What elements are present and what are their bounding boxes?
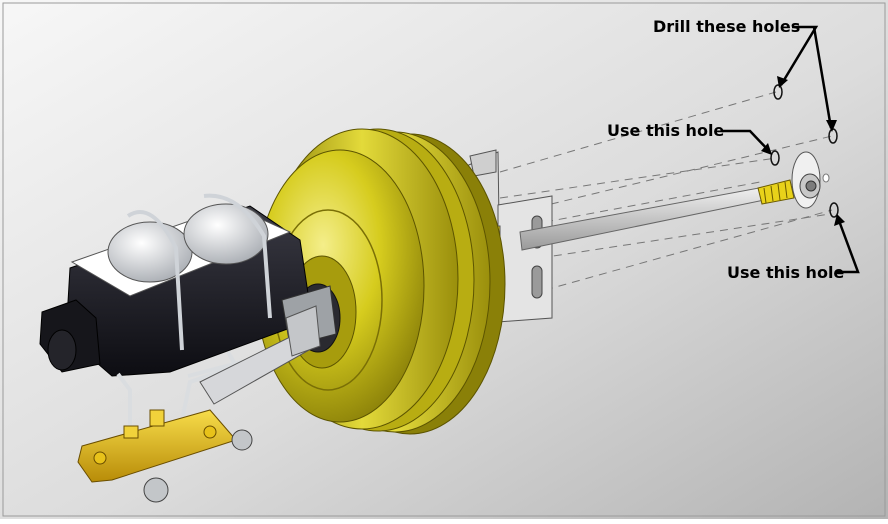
arrowhead-icon bbox=[826, 120, 837, 132]
callout-drill-holes: Drill these holes bbox=[653, 17, 800, 36]
use-hole-top-icon bbox=[770, 150, 780, 166]
pushrod bbox=[519, 151, 830, 251]
arrowhead-icon bbox=[834, 214, 845, 226]
drill-hole-1-icon bbox=[773, 84, 783, 100]
callout-use-hole-top: Use this hole bbox=[607, 121, 724, 140]
use-hole-bottom-icon bbox=[829, 202, 839, 218]
arrowhead-icon bbox=[761, 143, 772, 155]
callout-use-hole-bottom: Use this hole bbox=[727, 263, 844, 282]
support-arm bbox=[199, 305, 321, 405]
proportioning-valve bbox=[77, 409, 253, 503]
callout-arrowheads bbox=[761, 76, 845, 226]
brake-booster bbox=[255, 128, 506, 435]
callout-leaders bbox=[722, 25, 860, 274]
frame-border bbox=[2, 2, 886, 517]
arrowhead-icon bbox=[777, 76, 788, 88]
